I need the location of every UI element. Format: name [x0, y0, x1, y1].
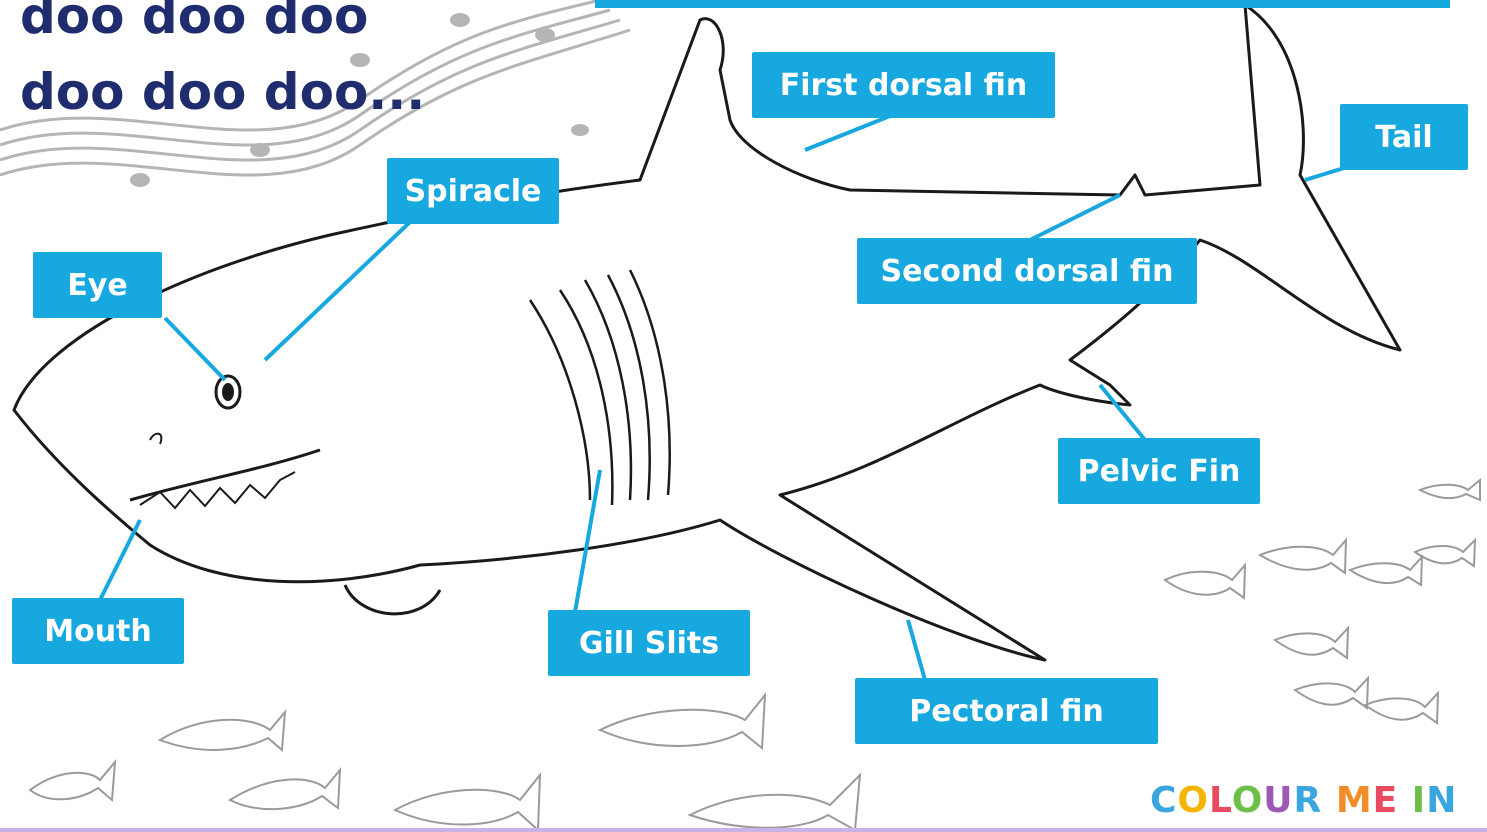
logo-letter: M [1336, 780, 1373, 821]
label-gill-slits: Gill Slits [548, 610, 750, 676]
heading-line-2: doo doo doo... [20, 62, 425, 122]
logo-letter: O [1232, 780, 1264, 821]
logo-letter: E [1373, 780, 1399, 821]
label-pelvic-fin: Pelvic Fin [1058, 438, 1260, 504]
label-eye: Eye [33, 252, 162, 318]
label-first-dorsal-fin: First dorsal fin [752, 52, 1055, 118]
label-second-dorsal-fin: Second dorsal fin [857, 238, 1197, 304]
logo-letter: O [1177, 780, 1209, 821]
gill-slits-lines [530, 270, 670, 505]
colour-me-in-logo: COLOUR ME IN [1150, 780, 1457, 821]
logo-letter: L [1209, 780, 1232, 821]
logo-letter [1322, 780, 1336, 821]
logo-letter: U [1263, 780, 1293, 821]
label-pectoral-fin: Pectoral fin [855, 678, 1158, 744]
logo-letter: I [1412, 780, 1426, 821]
pointer-lines [100, 110, 1370, 680]
label-tail: Tail [1340, 104, 1468, 170]
heading-line-1: doo doo doo [20, 0, 368, 46]
logo-letter: C [1150, 780, 1177, 821]
shark-nostril [150, 434, 161, 444]
fish-school-decoration [30, 480, 1480, 830]
label-spiracle: Spiracle [387, 158, 559, 224]
logo-letter [1398, 780, 1412, 821]
label-mouth: Mouth [12, 598, 184, 664]
shark-eye [216, 376, 240, 408]
logo-letter: N [1426, 780, 1457, 821]
bottom-divider [0, 828, 1487, 832]
top-accent-bar [595, 0, 1450, 8]
logo-letter: R [1294, 780, 1323, 821]
